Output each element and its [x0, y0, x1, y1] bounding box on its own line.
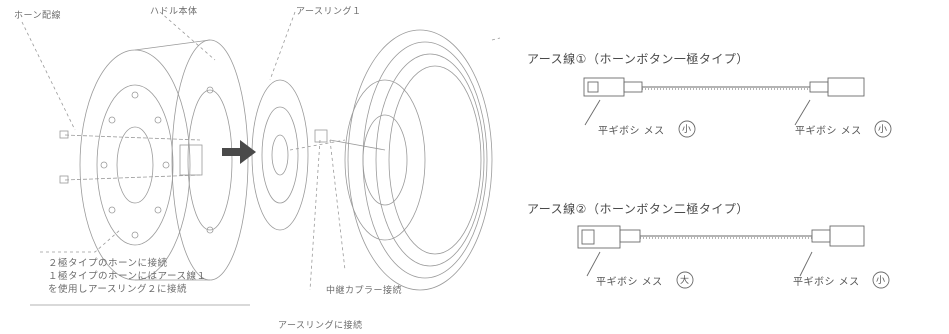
cable-2-right-size: 小 [876, 276, 886, 286]
label-handle-body: ハドル本体 [150, 7, 198, 17]
label-coupler-connect: 中継カプラー接続 [326, 286, 403, 296]
handle-body-part [134, 39, 249, 281]
size-circle-1-left [678, 120, 696, 138]
cable-2-right-label: 平ギボシ メス [793, 277, 860, 288]
earth-cable-1-drawing [583, 77, 865, 126]
label-horn-wiring: ホーン配線 [14, 11, 62, 21]
assembly-arrow-icon [222, 140, 256, 164]
connection-note: ２極タイプのホーンに接続 １極タイプのホーンにはアース線１ を使用しアースリング… [48, 257, 206, 296]
leader-earth-ring-connect [309, 139, 321, 291]
horn-wiring-leads [59, 130, 201, 184]
leader-coupler [329, 139, 346, 271]
cable-1-right-label: 平ギボシ メス [795, 126, 862, 137]
note-line-3: を使用しアースリング２に接続 [48, 284, 187, 295]
size-circle-1-right [874, 120, 892, 138]
size-circle-2-right [872, 271, 890, 289]
cable-1-left-label: 平ギボシ メス [598, 126, 665, 137]
note-line-2: １極タイプのホーンにはアース線１ [48, 271, 207, 282]
earth-ring-part [251, 79, 309, 231]
cable-2-left-size: 大 [680, 276, 690, 286]
leader-earth-ring [269, 11, 296, 81]
size-circle-2-left [676, 271, 694, 289]
cable-1-left-size: 小 [682, 125, 692, 135]
label-earth-ring-1: アースリング１ [296, 7, 362, 17]
earth-cable-2-drawing [577, 225, 865, 277]
note-line-1: ２極タイプのホーンに接続 [48, 258, 168, 269]
leader-handle-body [159, 11, 216, 61]
cable-1-title: アース線①（ホーンボタン一極タイプ） [527, 52, 749, 66]
leader-horn-wiring [21, 21, 76, 131]
cable-1-right-size: 小 [878, 125, 888, 135]
cable-2-title: アース線②（ホーンボタン二極タイプ） [527, 202, 749, 216]
cable-2-left-label: 平ギボシ メス [596, 277, 663, 288]
steering-wheel-part [314, 29, 501, 291]
label-earth-ring-connect: アースリングに接続 [278, 321, 363, 331]
rear-hub-part [79, 49, 191, 281]
